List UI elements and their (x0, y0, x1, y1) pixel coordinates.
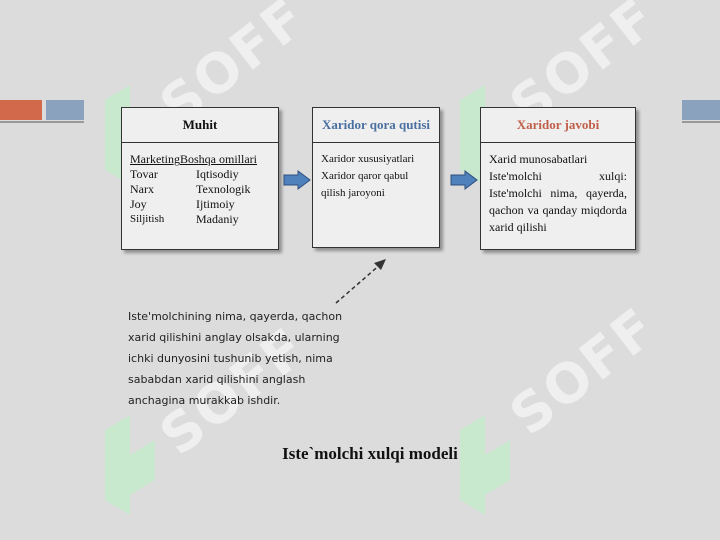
decorative-bar-blue-right (682, 100, 720, 120)
factor-item: Siljitish (130, 213, 165, 225)
response-box-title: Xaridor javobi (481, 108, 635, 143)
note-text: Iste'molchining nima, qayerda, qachon xa… (128, 310, 343, 407)
environment-factor-grid: Tovar Iqtisodiy Narx Texnologik Joy Ijti… (130, 167, 270, 227)
factor-item: Ijtimoiy (196, 197, 235, 211)
decorative-bar-blue (46, 100, 84, 120)
black-box-line: Xaridor qaror qabul qilish jaroyoni (321, 170, 409, 199)
watermark: SOFF (498, 295, 669, 448)
decorative-line (0, 121, 84, 123)
right-arrow-icon (283, 170, 311, 190)
watermark-logo-icon (105, 415, 155, 515)
response-box: Xaridor javobi Xarid munosabatlari Iste'… (480, 107, 636, 250)
subheader-other: Boshqa omillari (180, 152, 257, 166)
right-arrow-icon (450, 170, 478, 190)
factor-item: Narx (130, 182, 154, 196)
decorative-line-right (682, 121, 720, 123)
subheader-marketing: Marketing (130, 152, 180, 166)
factor-item: Iqtisodiy (196, 167, 239, 181)
factor-item: Joy (130, 197, 147, 211)
factor-item: Tovar (130, 167, 158, 181)
factor-item: Madaniy (196, 212, 239, 226)
response-box-line: Iste'molchi xulqi: Iste'molchi nima, qay… (489, 169, 627, 234)
watermark-logo-icon (460, 415, 510, 515)
black-box-line: Xaridor xususiyatlari (321, 153, 415, 165)
environment-box-title: Muhit (122, 108, 278, 143)
factor-item: Texnologik (196, 182, 251, 196)
response-box-line: Xarid munosabatlari (489, 152, 588, 166)
decorative-bar-orange (0, 100, 42, 120)
black-box-title: Xaridor qora qutisi (313, 108, 439, 143)
black-box: Xaridor qora qutisi Xaridor xususiyatlar… (312, 107, 440, 248)
figure-caption: Iste`molchi xulqi modeli (282, 444, 458, 463)
dashed-arrow-icon (335, 259, 386, 304)
